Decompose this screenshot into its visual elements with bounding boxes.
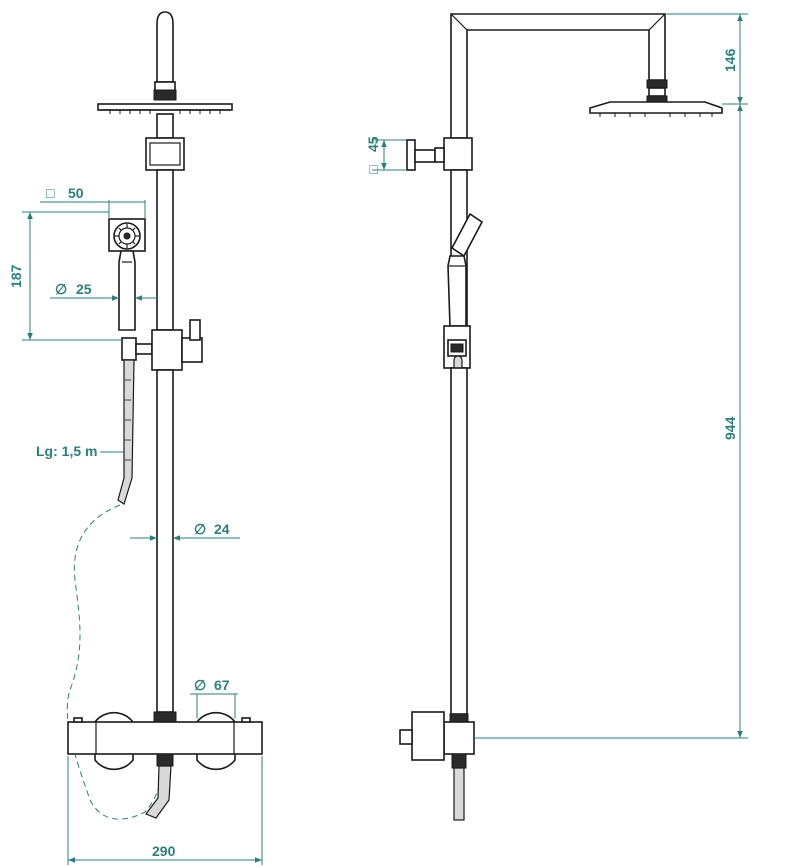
side-shower-head bbox=[589, 101, 723, 114]
dim-bar-diameter: 24 bbox=[214, 521, 230, 537]
bath-spout bbox=[145, 765, 172, 819]
rain-shower-head bbox=[97, 103, 233, 111]
dim-bracket-square: 45 bbox=[365, 136, 381, 152]
dim-diameter-symbol-2: ∅ bbox=[194, 521, 206, 537]
dim-square-symbol-1: □ bbox=[46, 185, 55, 201]
hand-shower-handle bbox=[118, 250, 136, 331]
bar-mixer-nut bbox=[153, 711, 177, 723]
thermostatic-mixer-body bbox=[67, 721, 263, 755]
front-view: □ 50 187 ∅ 25 Lg: 1,5 m ∅ 24 ∅ 67 290 bbox=[8, 11, 263, 865]
dim-square-symbol-2: □ bbox=[365, 165, 381, 174]
side-mixer-knob bbox=[411, 711, 445, 761]
dim-head-square: 50 bbox=[68, 185, 84, 201]
dim-hose-length: Lg: 1,5 m bbox=[36, 443, 97, 459]
side-upper-bracket bbox=[443, 137, 473, 171]
side-mixer-nut bbox=[449, 713, 469, 723]
dim-arm-height: 146 bbox=[722, 48, 738, 72]
spout-nut bbox=[156, 753, 174, 767]
dim-knob-diameter: 67 bbox=[214, 677, 230, 693]
side-lower-riser bbox=[450, 367, 468, 715]
side-mixer-body bbox=[443, 721, 475, 755]
hand-shower-holder bbox=[121, 337, 137, 361]
shower-head-nozzles bbox=[109, 110, 221, 114]
upper-riser-bar bbox=[156, 113, 174, 139]
dim-total-height: 944 bbox=[722, 416, 738, 440]
gooseneck-pipe bbox=[156, 11, 174, 83]
hose-dashed-path bbox=[66, 504, 161, 820]
shower-arm bbox=[450, 13, 666, 139]
lower-riser-bar bbox=[156, 369, 174, 713]
slider-lever bbox=[181, 337, 203, 363]
head-connector-dark bbox=[153, 89, 177, 101]
dim-diameter-symbol-1: ∅ bbox=[55, 281, 67, 297]
dim-handshower-length: 187 bbox=[8, 264, 24, 288]
side-view: 146 944 45 □ bbox=[365, 13, 748, 821]
dim-diameter-symbol-3: ∅ bbox=[194, 677, 206, 693]
side-head-connector bbox=[646, 79, 668, 89]
side-spout bbox=[453, 767, 465, 821]
dim-handle-diameter: 25 bbox=[76, 281, 92, 297]
slider-bracket bbox=[151, 329, 183, 371]
main-riser-bar bbox=[156, 169, 174, 331]
side-wall-bracket-plate bbox=[406, 139, 416, 171]
dim-mixer-width: 290 bbox=[152, 843, 176, 859]
shower-hose bbox=[117, 359, 135, 505]
